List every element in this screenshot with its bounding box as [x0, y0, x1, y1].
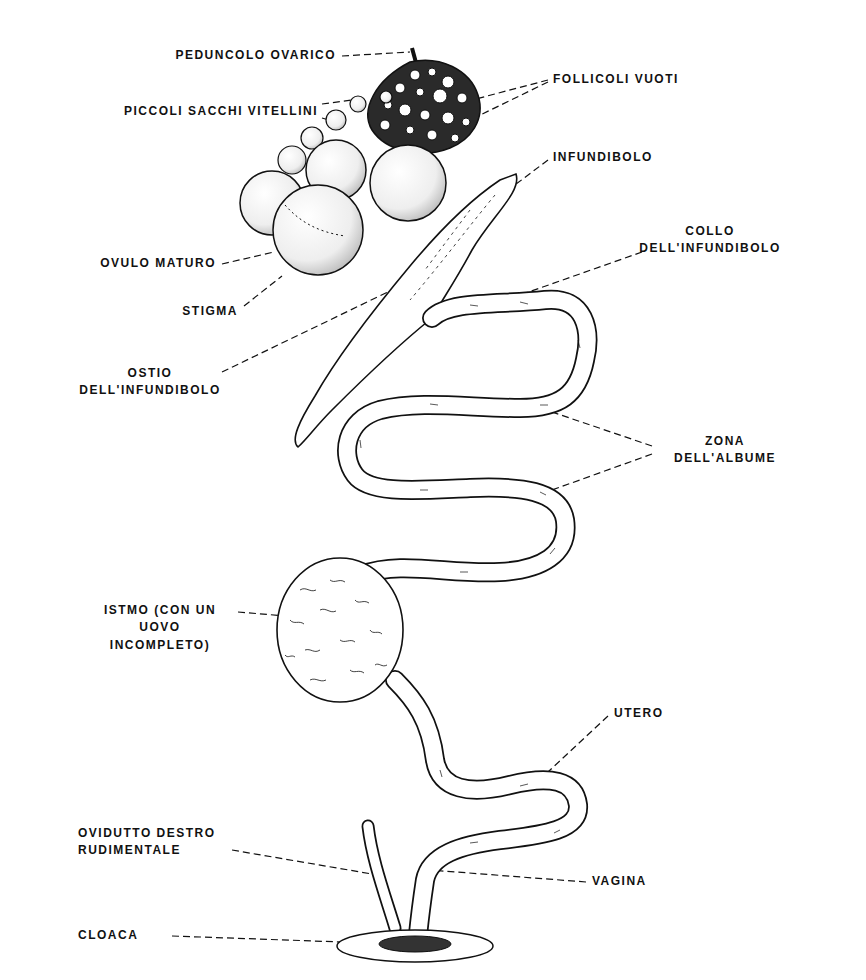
part-label: UTERO	[614, 705, 664, 722]
part-label: FOLLICOLI VUOTI	[553, 71, 679, 88]
part-label: ZONA DELL'ALBUME	[663, 433, 788, 468]
part-label: OVIDUTTO DESTRO RUDIMENTALE	[78, 825, 248, 860]
part-label: PEDUNCOLO OVARICO	[175, 47, 336, 64]
part-label: INFUNDIBOLO	[553, 149, 653, 166]
part-label: COLLO DELL'INFUNDIBOLO	[620, 223, 800, 258]
isthmus-bulb	[277, 558, 403, 702]
part-label: STIGMA	[182, 303, 238, 320]
part-label: CLOACA	[78, 927, 138, 944]
cloaca	[337, 930, 493, 962]
part-label: PICCOLI SACCHI VITELLINI	[68, 103, 318, 120]
part-label: VAGINA	[592, 873, 647, 890]
part-label: ISTMO (CON UN UOVO INCOMPLETO)	[98, 602, 223, 654]
part-label: OSTIO DELL'INFUNDIBOLO	[60, 365, 240, 400]
part-label: OVULO MATURO	[100, 255, 216, 272]
leader-lines	[172, 52, 652, 942]
